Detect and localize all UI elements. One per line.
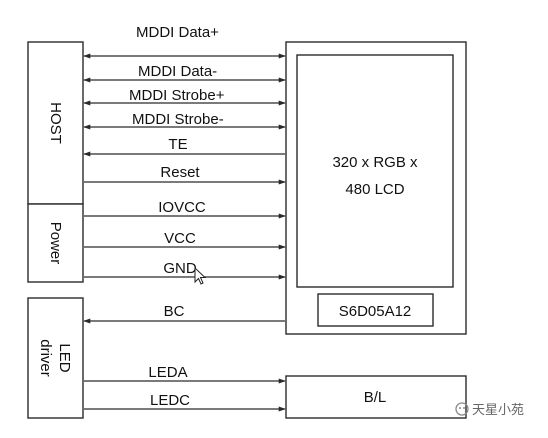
- bc-label: BC: [164, 303, 185, 320]
- lcd-label-line2: 480 LCD: [345, 181, 404, 198]
- lcd-label-line1: 320 x RGB x: [332, 154, 418, 171]
- power-block: [27, 203, 84, 283]
- led-driver-label-line1: LED: [56, 343, 73, 372]
- ledc-label: LEDC: [150, 392, 190, 409]
- gnd-label: GND: [163, 260, 197, 277]
- mddi-data-plus-label: MDDI Data+: [136, 24, 219, 41]
- iovcc-label: IOVCC: [158, 199, 206, 216]
- power-label: Power: [47, 222, 64, 265]
- backlight-label: B/L: [364, 389, 387, 406]
- mddi-data-minus-label: MDDI Data-: [138, 63, 217, 80]
- controller-chip-block: [317, 293, 434, 327]
- vcc-label: VCC: [164, 230, 196, 247]
- led-driver-block: [27, 297, 84, 419]
- host-block: [27, 41, 84, 205]
- controller-label: S6D05A12: [339, 303, 412, 320]
- watermark-logo-icon: [455, 402, 469, 416]
- lcd-screen-block: [296, 54, 454, 288]
- led-driver-label-line2: driver: [37, 339, 54, 377]
- watermark-text: 天星小苑: [472, 403, 524, 418]
- mddi-strobe-plus-label: MDDI Strobe+: [129, 87, 225, 104]
- mouse-pointer-icon: [194, 266, 207, 285]
- mddi-strobe-minus-label: MDDI Strobe-: [132, 111, 224, 128]
- host-label: HOST: [47, 102, 64, 144]
- leda-label: LEDA: [148, 364, 187, 381]
- te-label: TE: [168, 136, 187, 153]
- reset-label: Reset: [160, 164, 200, 181]
- backlight-block: [285, 375, 467, 419]
